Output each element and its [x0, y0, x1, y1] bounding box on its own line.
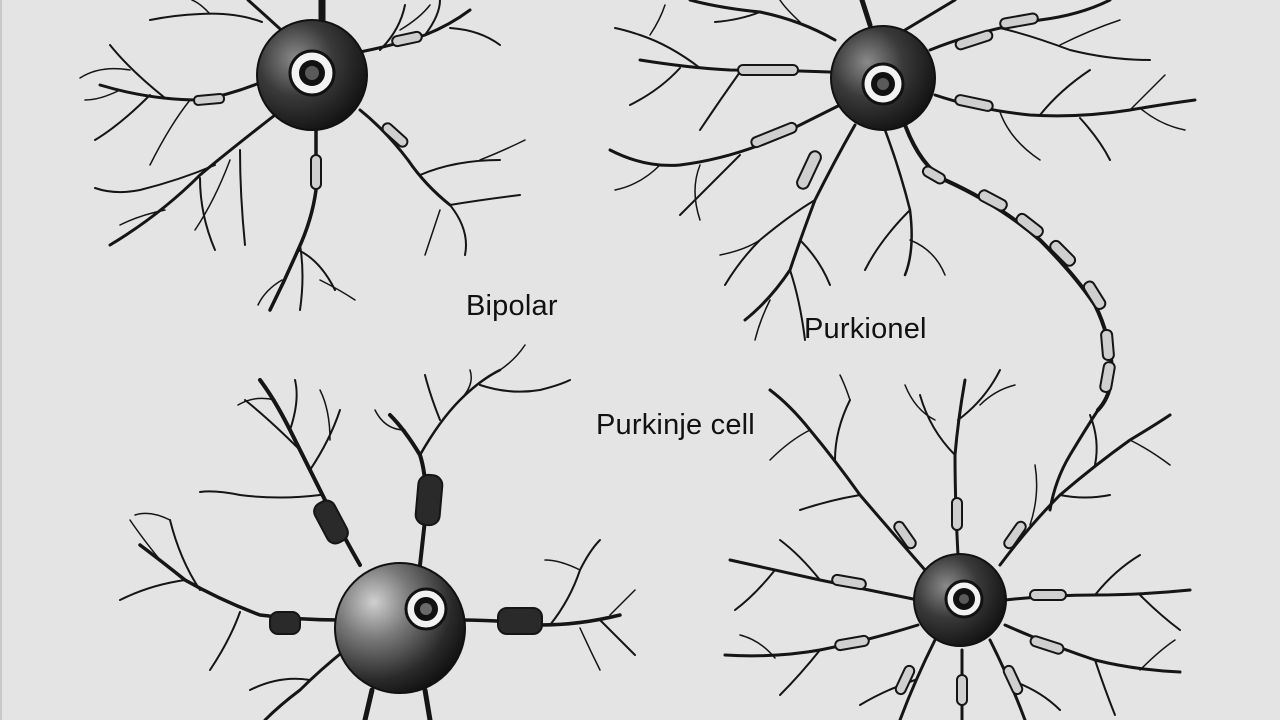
- label-bipolar: Bipolar: [466, 290, 558, 322]
- soma-top-left: [256, 19, 368, 131]
- neuron-top-left: [79, 0, 526, 312]
- axon-segments-top-right: [737, 12, 1116, 394]
- soma-top-right: [830, 25, 936, 131]
- axon-segments-bottom-right: [831, 497, 1067, 706]
- soma-bottom-right: [913, 553, 1007, 647]
- image-edge: [0, 0, 2, 720]
- neuron-bottom-right: [723, 369, 1192, 720]
- soma-bottom-left: [334, 562, 466, 694]
- label-purkinje-cell: Purkinje cell: [596, 409, 755, 441]
- label-purkionel: Purkionel: [804, 313, 927, 345]
- axon-segments-top-left: [193, 30, 423, 190]
- axon-segments-bottom-left: [269, 473, 543, 635]
